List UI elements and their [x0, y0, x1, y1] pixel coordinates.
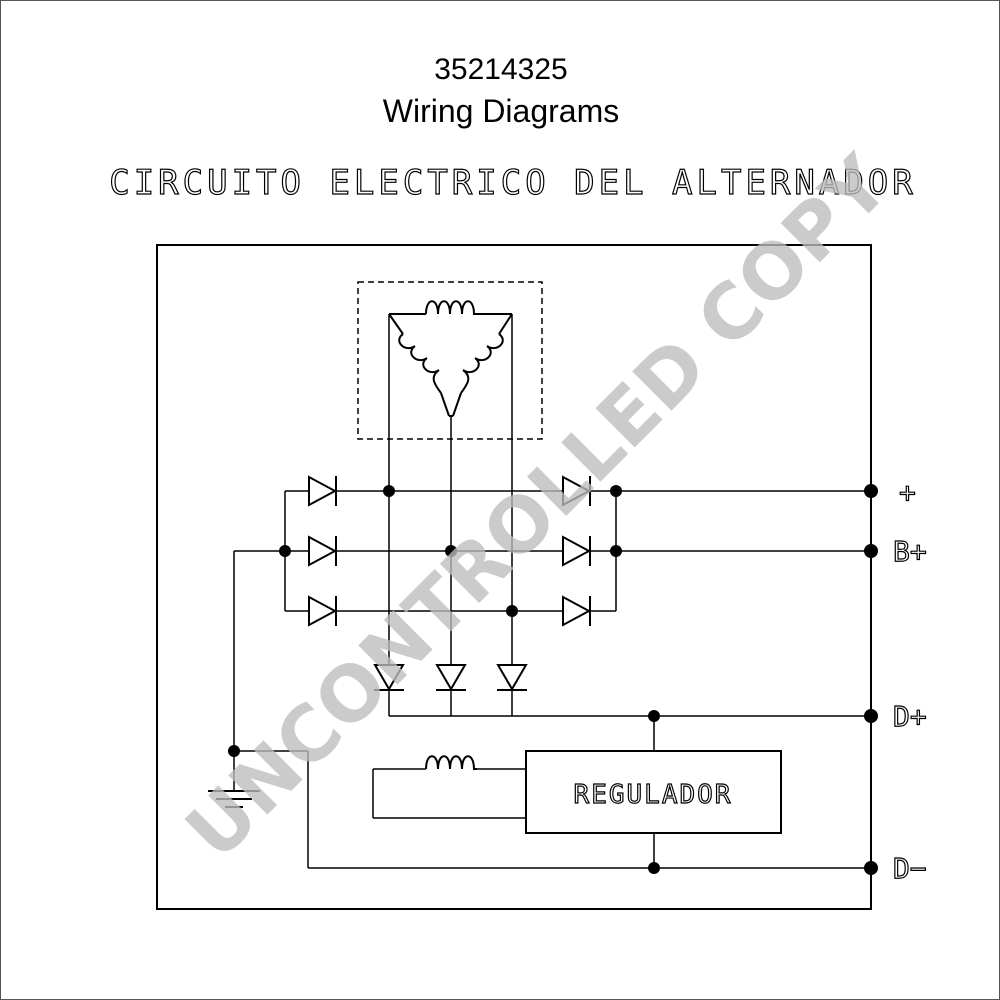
- terminal-d-minus-label: D−: [893, 852, 927, 885]
- part-number: 35214325: [434, 53, 568, 86]
- diode-icon: [496, 664, 528, 691]
- diode-icon: [562, 535, 591, 567]
- document-title: Wiring Diagrams: [382, 93, 620, 129]
- diagram-heading: CIRCUITO ELECTRICO DEL ALTERNADOR: [109, 163, 917, 203]
- diode-icon: [308, 535, 337, 567]
- junction-dot: [383, 485, 395, 497]
- diode-icon: [562, 595, 591, 627]
- ground-icon: [208, 790, 260, 808]
- terminal-plus-label: +: [899, 476, 916, 509]
- terminal-d-minus-dot: [864, 861, 878, 875]
- junction-dot: [648, 710, 660, 722]
- junction-dot: [610, 545, 622, 557]
- terminal-b-plus-dot: [864, 544, 878, 558]
- junction-dot: [648, 862, 660, 874]
- regulator-box: [525, 750, 782, 834]
- terminal-plus-dot: [864, 484, 878, 498]
- diode-icon: [308, 475, 337, 507]
- junction-dot: [279, 545, 291, 557]
- diode-icon: [308, 595, 337, 627]
- junction-dot: [228, 745, 240, 757]
- field-coil-icon: [425, 755, 477, 770]
- diode-icon: [435, 664, 467, 691]
- junction-dot: [610, 485, 622, 497]
- terminal-d-plus-dot: [864, 709, 878, 723]
- regulator-label: REGULADOR: [574, 780, 733, 810]
- junction-dot: [445, 545, 457, 557]
- terminal-b-plus-label: B+: [893, 535, 927, 568]
- junction-dot: [506, 605, 518, 617]
- stator-winding-icon: [388, 300, 513, 417]
- terminal-d-plus-label: D+: [893, 700, 927, 733]
- stator-box: [357, 281, 543, 440]
- alternator-housing: [156, 244, 872, 910]
